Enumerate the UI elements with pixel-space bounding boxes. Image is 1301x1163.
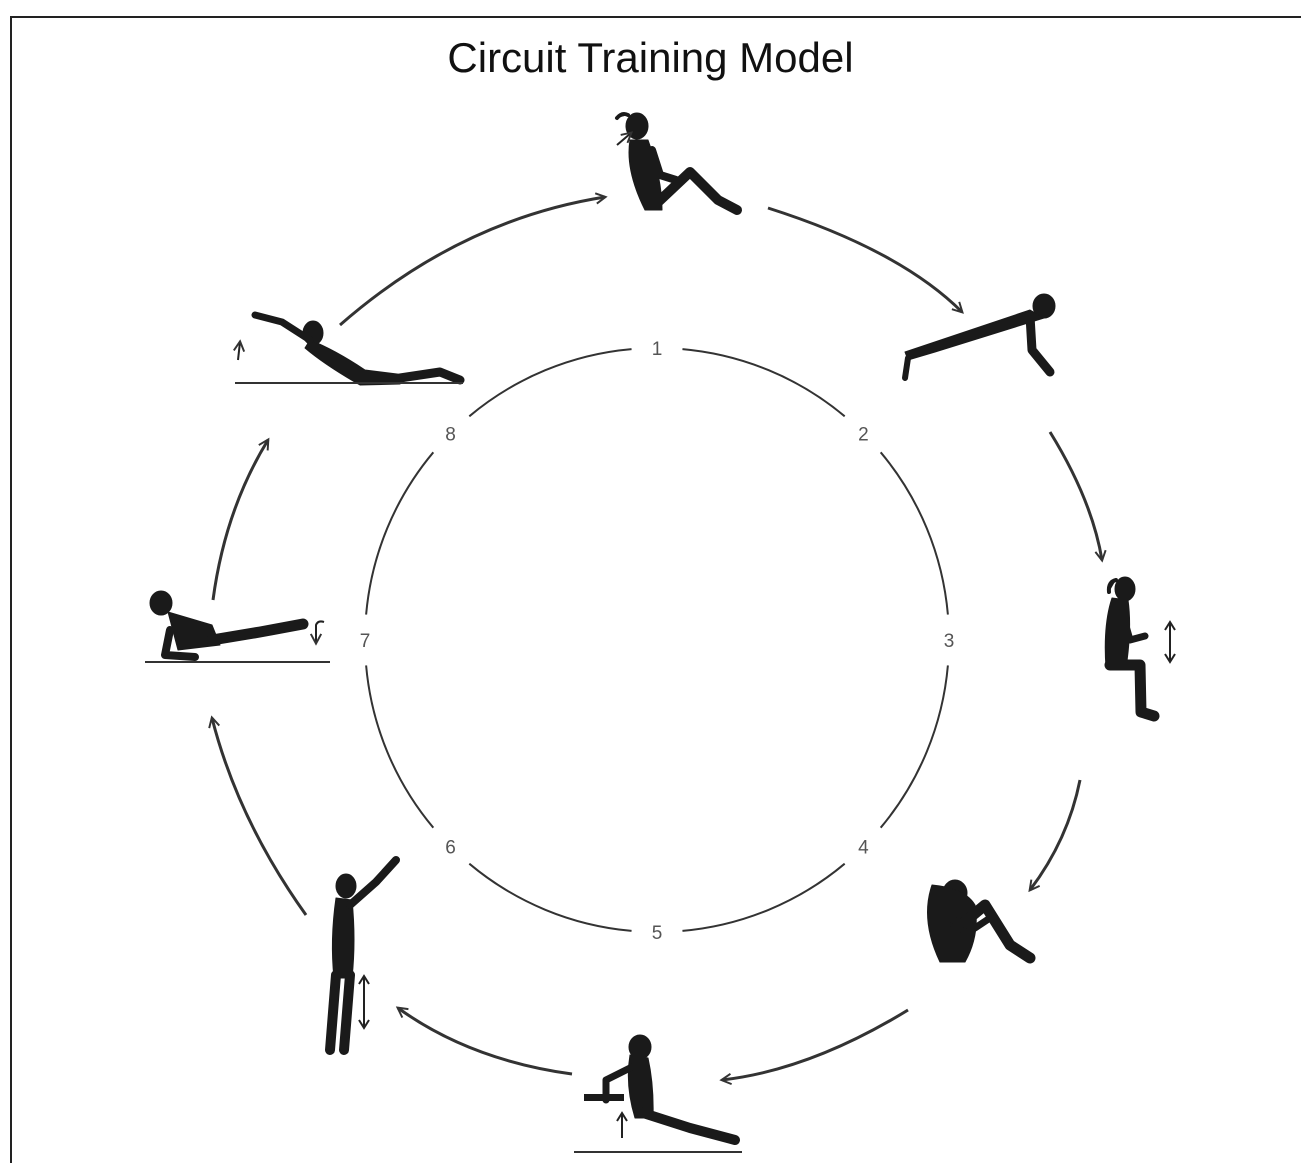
flow-arrows (212, 197, 1102, 1080)
tricep-dip-figure (574, 1034, 742, 1153)
station-number: 2 (858, 425, 869, 446)
station-number: 5 (652, 923, 663, 944)
station-number: 7 (360, 631, 371, 652)
circle-arc (365, 665, 435, 829)
circle-arc (468, 348, 632, 418)
flow-arrow-2-to-3 (1048, 431, 1102, 560)
bench-icon (584, 1094, 624, 1101)
standing-reach-figure (325, 856, 400, 1055)
diagram-frame (10, 16, 1301, 1163)
flow-arrow-4-to-5 (722, 1008, 909, 1080)
station-number: 8 (445, 425, 456, 446)
circle-arc (879, 665, 949, 829)
circle-arc (682, 348, 846, 418)
station-number: 1 (652, 339, 663, 360)
station-number: 3 (944, 631, 955, 652)
push-up-figure (902, 293, 1056, 381)
curl-figure (927, 879, 1036, 964)
diagram-title: Circuit Training Model (447, 34, 854, 81)
leg-raise-figure (145, 590, 330, 663)
flow-arrow-6-to-7 (212, 718, 308, 916)
flow-arrow-8-to-1 (339, 197, 605, 327)
flow-arrow-5-to-6 (398, 1008, 573, 1076)
sit-up-figure (615, 112, 742, 215)
station-number: 6 (445, 837, 456, 858)
flow-arrow-7-to-8 (211, 440, 268, 601)
back-extension-figure (235, 311, 465, 386)
circle-arc (879, 451, 949, 615)
station-circle (365, 348, 949, 932)
flow-arrow-1-to-2 (767, 206, 962, 312)
circle-arc (682, 862, 846, 932)
station-numbers: 1 2 3 4 5 6 7 8 (360, 339, 955, 944)
station-number: 4 (858, 837, 869, 858)
circle-arc (468, 862, 632, 932)
circle-arc (365, 451, 435, 615)
flow-arrow-3-to-4 (1030, 779, 1082, 890)
wall-sit-figure (1104, 576, 1176, 722)
